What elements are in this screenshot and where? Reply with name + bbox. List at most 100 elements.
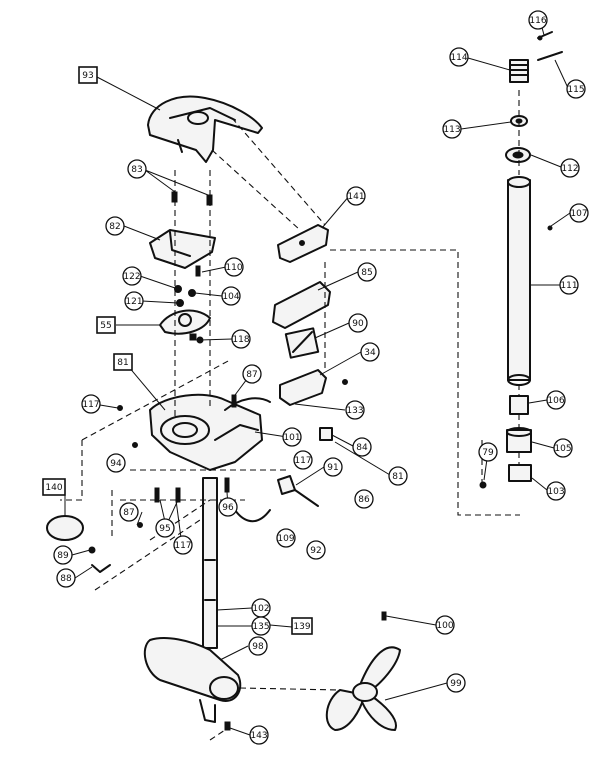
callout-117-bottom: 117 [173,535,193,555]
callout-86: 86 [354,489,374,509]
svg-text:88: 88 [60,574,72,584]
svg-text:82: 82 [109,222,120,232]
svg-text:118: 118 [232,335,249,345]
svg-text:107: 107 [570,209,587,219]
part-112-bearing [505,147,531,163]
callout-139: 139 [291,617,313,635]
part-81-head-housing [149,393,271,471]
svg-text:81: 81 [117,358,128,368]
callout-107: 107 [569,203,589,223]
svg-text:117: 117 [174,541,191,551]
alignment-lines [60,90,520,741]
callout-90: 90 [348,313,368,333]
callout-117-mid: 117 [293,450,313,470]
callout-101: 101 [282,427,302,447]
part-114-connector [509,59,529,83]
svg-text:96: 96 [222,503,234,513]
callout-114: 114 [449,47,469,67]
callout-135: 135 [251,616,271,636]
callout-122: 122 [122,266,142,286]
svg-text:114: 114 [450,53,467,63]
svg-text:116: 116 [529,16,546,26]
part-82-bracket [149,229,216,269]
part-93-top-cover [147,95,263,163]
callout-84: 84 [352,437,372,457]
part-111-tube [507,176,553,386]
callout-88: 88 [56,568,76,588]
callout-104: 104 [221,286,241,306]
svg-text:89: 89 [57,551,69,561]
svg-text:104: 104 [222,292,239,302]
svg-text:84: 84 [356,443,368,453]
part-141-plate [277,224,329,263]
callout-91: 91 [323,457,343,477]
svg-text:55: 55 [100,321,111,331]
svg-text:105: 105 [554,444,571,454]
svg-text:122: 122 [123,272,140,282]
callout-81-right: 81 [388,466,408,486]
callout-85: 85 [357,262,377,282]
callout-83: 83 [127,159,147,179]
callout-100: 100 [435,615,455,635]
svg-text:91: 91 [327,463,338,473]
svg-text:113: 113 [443,125,460,135]
callout-labels: 93 55 81 140 139 83 82 141 110 122 104 1… [42,10,589,745]
part-misc-hardware [46,336,387,731]
part-102-shaft [202,477,218,649]
callout-87-bottom: 87 [119,502,139,522]
svg-text:79: 79 [482,448,494,458]
callout-116: 116 [528,10,548,30]
svg-text:102: 102 [252,604,269,614]
svg-text:109: 109 [277,534,294,544]
svg-text:115: 115 [567,85,584,95]
part-105-collar [506,427,532,453]
svg-text:112: 112 [561,164,578,174]
svg-text:110: 110 [225,263,242,273]
callout-89: 89 [53,545,73,565]
callout-94: 94 [106,453,126,473]
callout-111: 111 [559,275,579,295]
svg-text:101: 101 [283,433,300,443]
callout-141: 141 [346,186,366,206]
svg-text:121: 121 [125,297,142,307]
callout-105: 105 [553,438,573,458]
callout-110: 110 [224,257,244,277]
callout-143: 143 [249,725,269,745]
svg-text:34: 34 [364,348,376,358]
callout-112: 112 [560,158,580,178]
svg-text:141: 141 [347,192,364,202]
callout-102: 102 [251,598,271,618]
callout-55: 55 [96,316,116,334]
callout-95: 95 [155,518,175,538]
callout-82: 82 [105,216,125,236]
callout-113: 113 [442,119,462,139]
callout-140: 140 [42,478,66,496]
callout-99: 99 [446,673,466,693]
callout-81-box: 81 [113,353,133,371]
svg-text:133: 133 [346,406,363,416]
part-98-motor [143,637,242,723]
svg-text:81: 81 [392,472,403,482]
part-55-gear [159,309,211,341]
svg-text:99: 99 [450,679,462,689]
svg-text:106: 106 [547,396,564,406]
part-99-propeller [325,646,401,731]
svg-text:135: 135 [252,622,269,632]
callout-96: 96 [218,497,238,517]
callout-103: 103 [546,481,566,501]
callout-87-top: 87 [242,364,262,384]
svg-text:83: 83 [131,165,142,175]
svg-text:100: 100 [436,621,453,631]
svg-text:111: 111 [560,281,577,291]
svg-text:93: 93 [82,71,93,81]
svg-text:90: 90 [352,319,364,329]
callout-117-left: 117 [81,394,101,414]
svg-text:103: 103 [547,487,564,497]
callout-118: 118 [231,329,251,349]
svg-text:87: 87 [246,370,257,380]
part-small-hardware [174,265,201,307]
svg-text:95: 95 [159,524,170,534]
part-103-ring [479,464,532,489]
svg-text:86: 86 [358,495,370,505]
